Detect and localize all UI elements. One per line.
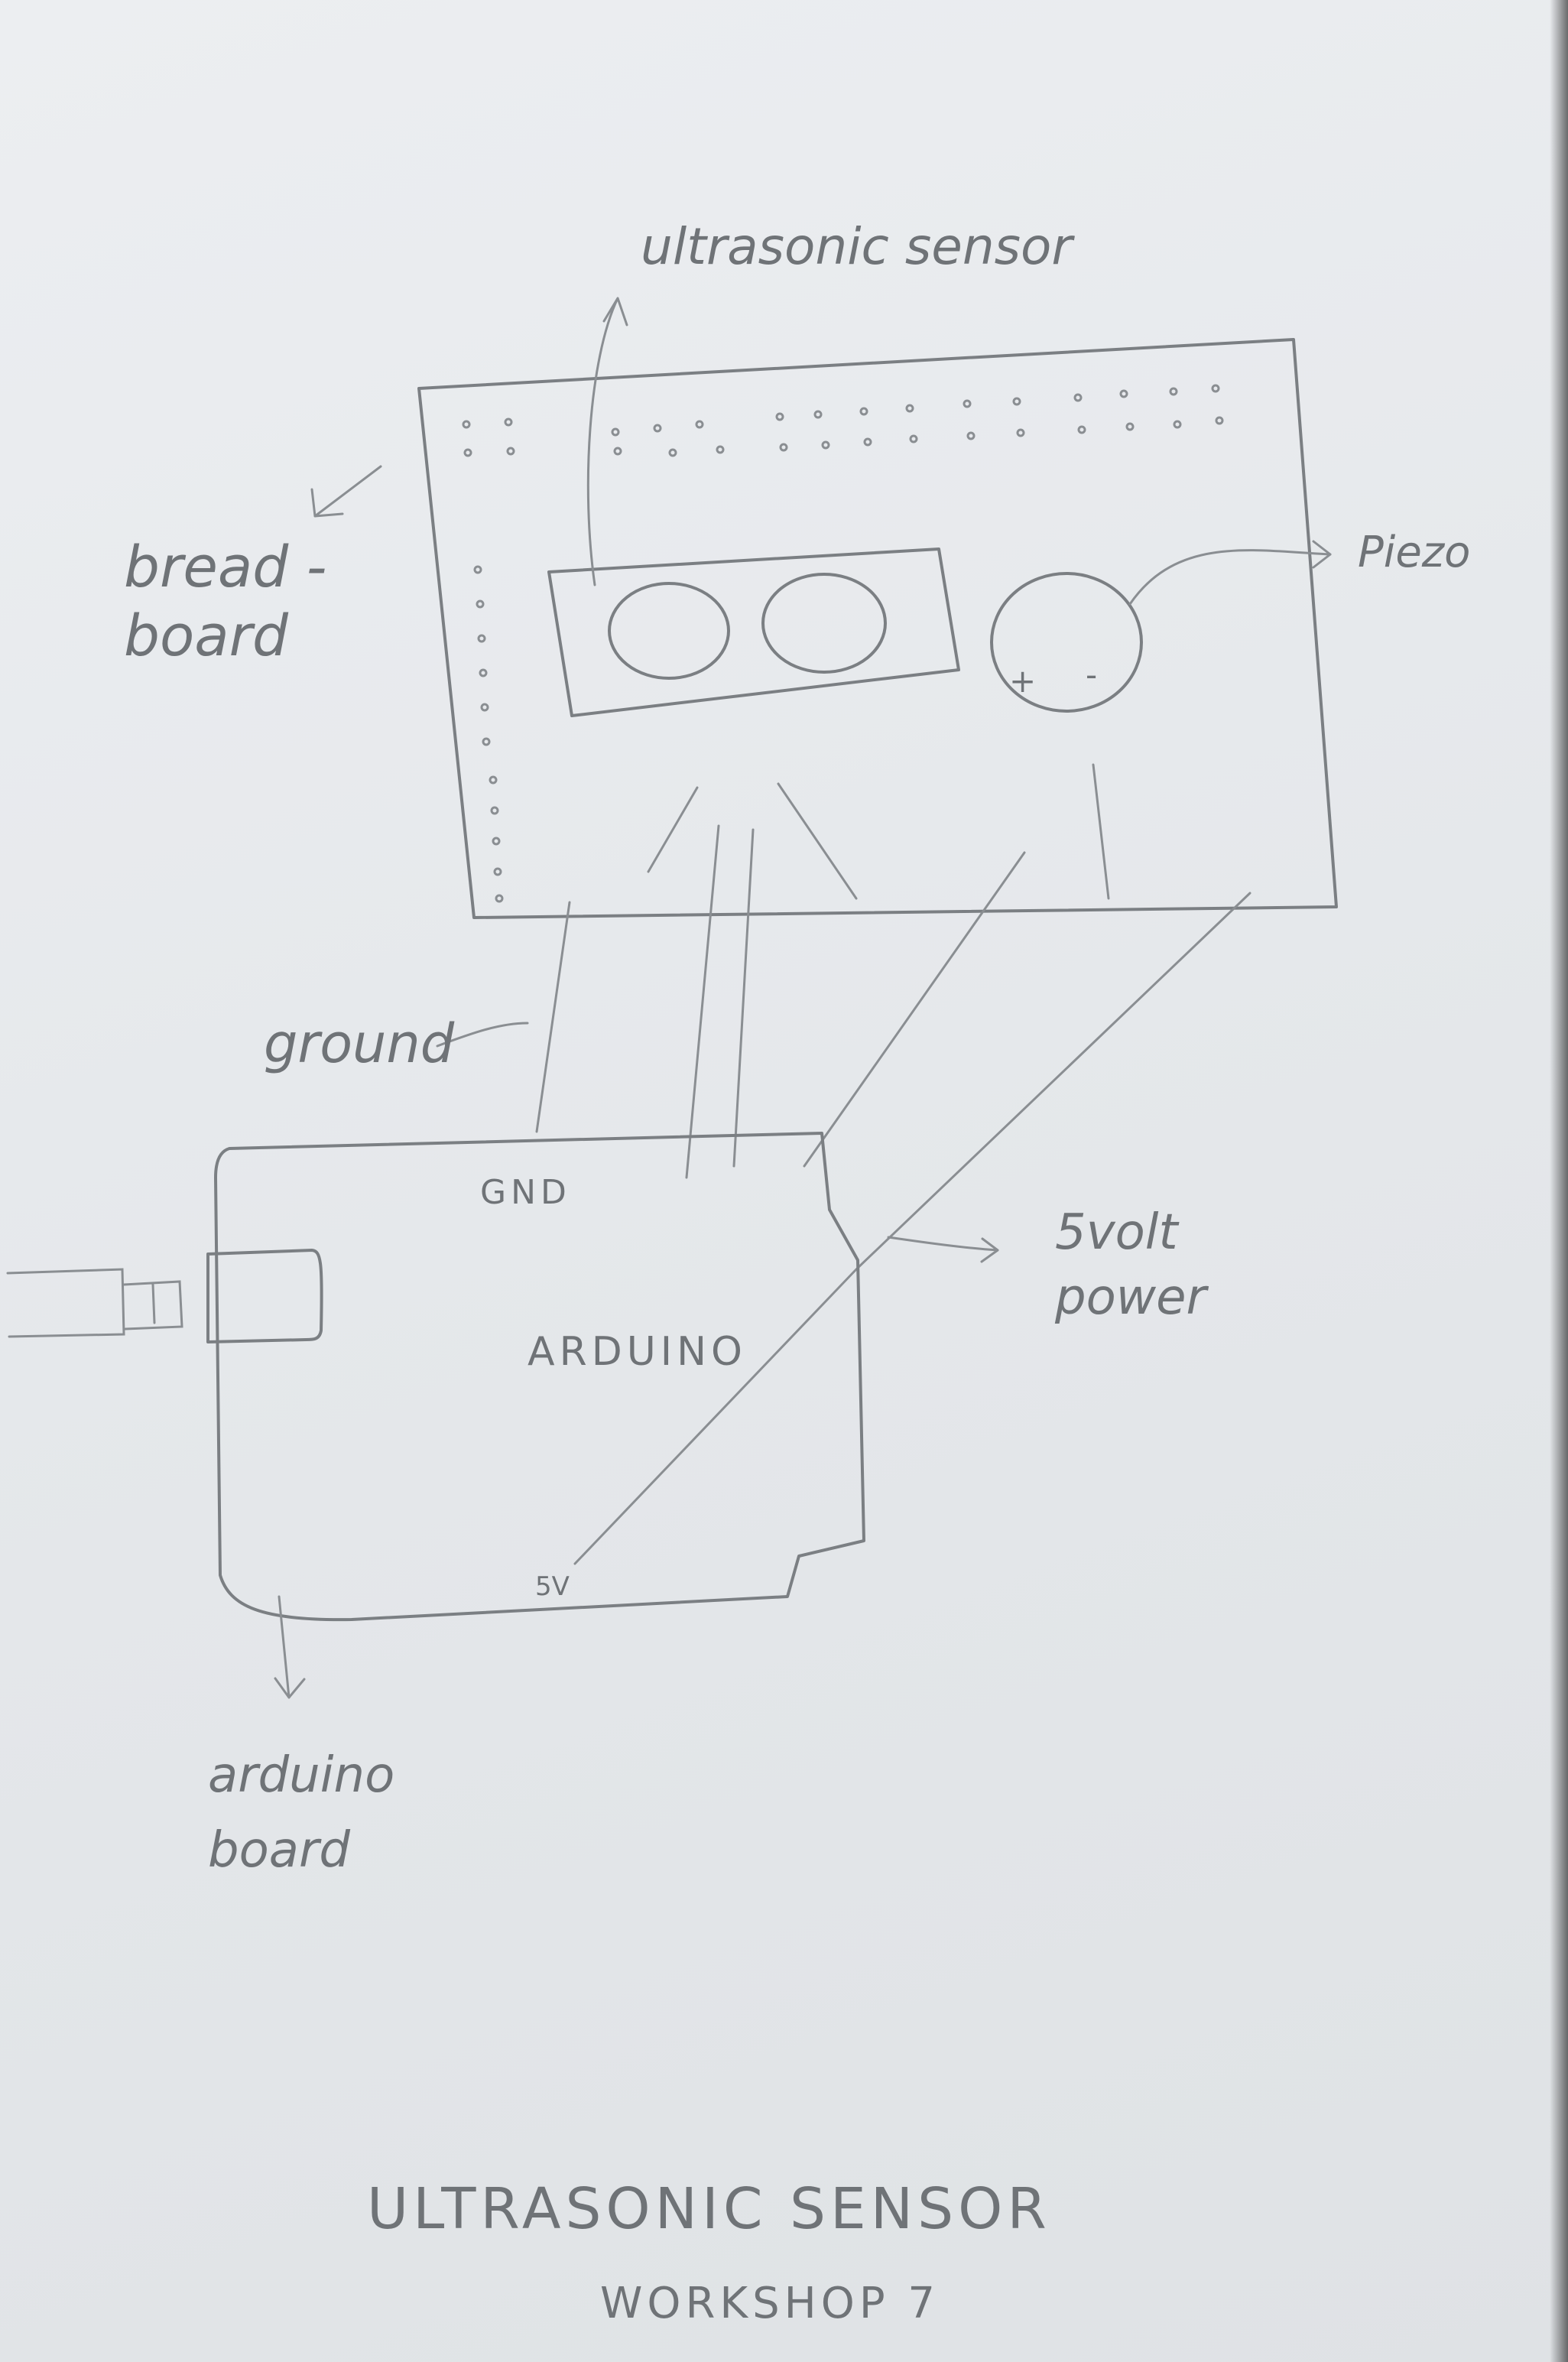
breadboard-top-holes	[462, 384, 1224, 457]
ultrasonic-transducer-right	[761, 573, 887, 674]
pin-label-5v: 5V	[535, 1571, 570, 1602]
label-ultrasonic-sensor: ultrasonic sensor	[641, 217, 1073, 276]
wire-piezo	[803, 851, 1026, 1168]
label-5volt-line1: 5volt	[1055, 1204, 1178, 1261]
wire-echo	[732, 828, 755, 1168]
usb-plug	[6, 1268, 183, 1338]
arduino-board-outline	[214, 1132, 865, 1622]
piezo-minus-sign: -	[1086, 656, 1098, 694]
five-volt-arrow	[887, 1236, 999, 1263]
usb-connector	[206, 1249, 323, 1343]
piezo-arrow	[1128, 540, 1332, 606]
ground-arrow	[436, 1022, 529, 1048]
sheet-subtitle: WORKSHOP 7	[600, 2279, 940, 2328]
label-ground: ground	[264, 1012, 455, 1075]
arduino-board-arrow	[274, 1595, 306, 1699]
ultrasonic-arrow	[586, 297, 628, 586]
pin-label-gnd: GND	[480, 1173, 571, 1212]
breadboard-outline	[417, 338, 1338, 919]
sensor-pin-lines	[647, 763, 1110, 900]
label-breadboard-line2: board	[124, 603, 288, 669]
wire-5v	[573, 892, 1251, 1565]
label-5volt-line2: power	[1055, 1269, 1206, 1326]
label-arduino-board-line1: arduino	[208, 1747, 395, 1804]
piezo-plus-sign: +	[1009, 662, 1037, 700]
sheet-title: ULTRASONIC SENSOR	[367, 2176, 1051, 2242]
breadboard-arrow	[310, 465, 382, 518]
label-piezo: Piezo	[1358, 528, 1471, 577]
ultrasonic-sensor-body	[547, 547, 960, 717]
ultrasonic-transducer-left	[608, 582, 730, 680]
piezo-buzzer	[990, 572, 1143, 713]
label-breadboard-line1: bread -	[124, 534, 327, 600]
table-edge-shadow	[1550, 0, 1568, 2362]
wire-ground	[535, 901, 571, 1133]
wire-trig	[685, 824, 720, 1179]
label-arduino-board-line2: board	[208, 1822, 350, 1879]
board-label-arduino: ARDUINO	[528, 1329, 747, 1375]
breadboard-left-holes	[473, 565, 504, 903]
